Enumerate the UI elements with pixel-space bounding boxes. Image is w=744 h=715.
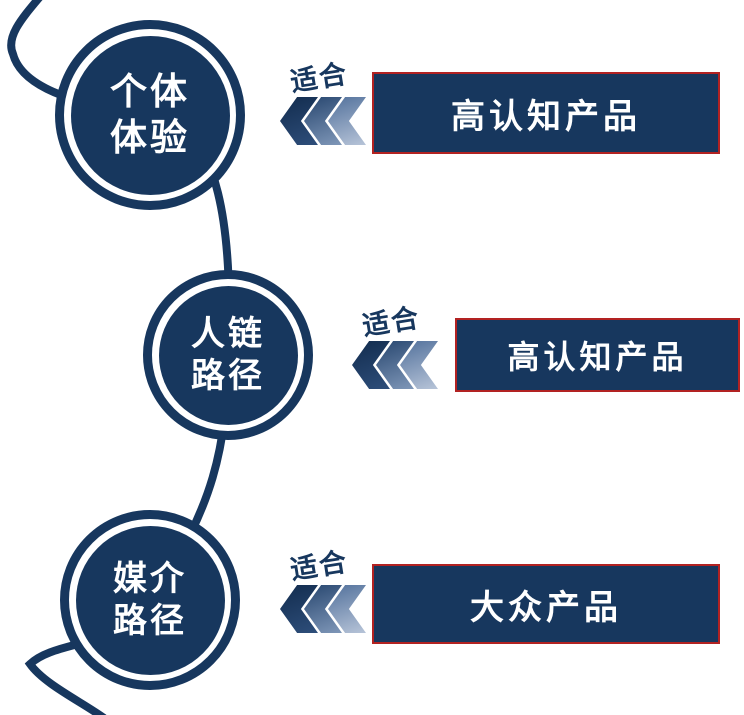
suit-tag: 适合	[288, 546, 351, 586]
circle-label-line: 路径	[191, 357, 265, 395]
suit-connector: 适合	[280, 544, 376, 633]
node-circle-media-path: 媒介 路径	[60, 510, 240, 690]
triple-chevron-left-icon	[280, 585, 376, 633]
circle-label-line: 人链	[191, 314, 265, 353]
product-box: 大众产品	[372, 564, 720, 644]
node-circle-face: 媒介 路径	[75, 525, 225, 675]
circle-label-line: 路径	[113, 602, 187, 640]
suit-tag: 适合	[360, 302, 423, 342]
triple-chevron-left-icon	[280, 97, 376, 145]
circle-label-line: 体验	[110, 117, 190, 158]
product-box: 高认知产品	[455, 318, 740, 392]
suit-connector: 适合	[352, 300, 448, 389]
triple-chevron-left-icon	[352, 341, 448, 389]
product-box-label: 高认知产品	[451, 97, 641, 136]
product-box: 高认知产品	[372, 72, 720, 154]
suit-connector: 适合	[280, 56, 376, 145]
product-box-label: 大众产品	[470, 588, 622, 627]
node-circle-face: 个体 体验	[70, 35, 230, 195]
product-box-label: 高认知产品	[507, 339, 688, 375]
circle-label-line: 个体	[110, 70, 190, 112]
suit-tag: 适合	[288, 58, 351, 98]
circle-label-line: 媒介	[113, 559, 187, 598]
node-circle-individual-experience: 个体 体验	[55, 20, 245, 210]
node-circle-people-chain-path: 人链 路径	[143, 270, 313, 440]
node-circle-face: 人链 路径	[158, 285, 298, 425]
